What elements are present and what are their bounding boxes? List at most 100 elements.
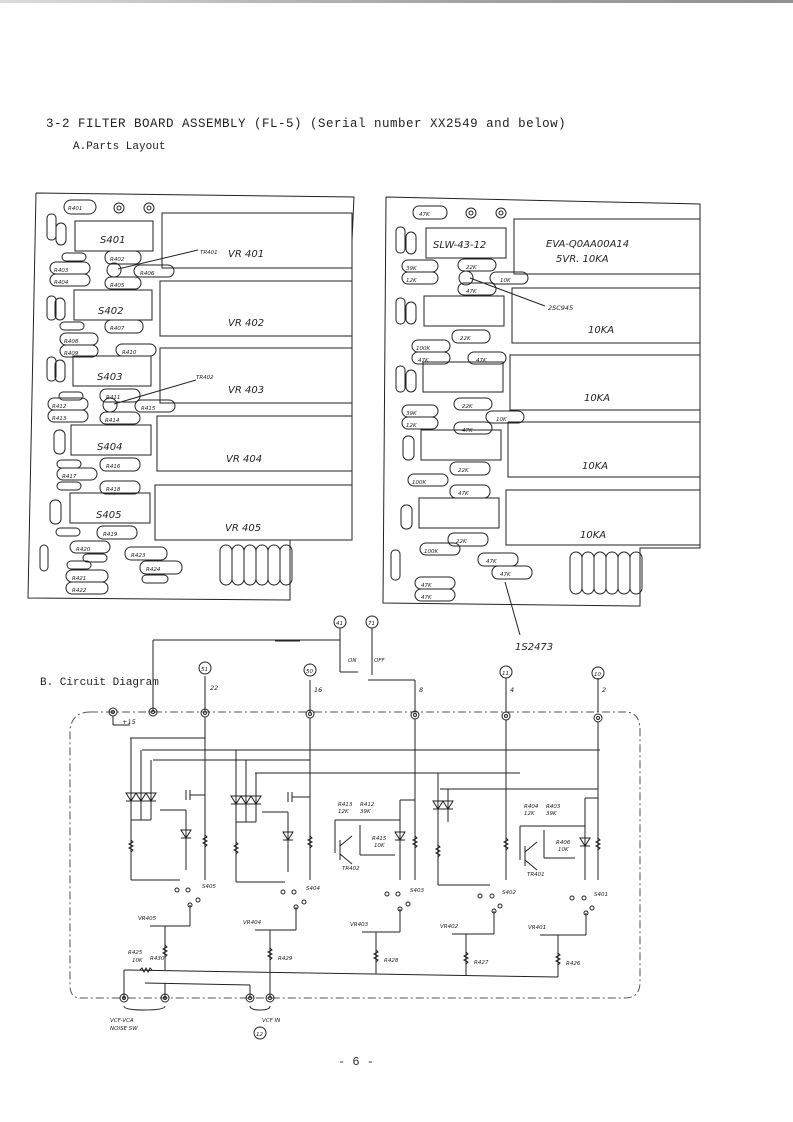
wire-2: 2 [602, 686, 606, 694]
value-r415: 10K [374, 843, 385, 849]
conn-71: 71 [368, 621, 375, 627]
label-vr405: VR405 [138, 916, 157, 922]
label-r429: R429 [278, 956, 293, 962]
board-outline-left [27, 192, 355, 601]
label-vr403: VR 403 [228, 385, 264, 396]
label-r412: R412 [360, 802, 375, 808]
label-22k-1: 22K [466, 265, 477, 271]
label-s401: S401 [100, 235, 125, 246]
jack-1 [113, 202, 125, 214]
label-s403: S403 [410, 888, 424, 894]
value-r403: 39K [546, 811, 557, 817]
label-r405: R405 [110, 283, 125, 289]
label-vr401: VR 401 [228, 249, 264, 260]
label-r404: R404 [54, 280, 69, 286]
switch-s403 [72, 355, 152, 387]
switch-sw1 [425, 227, 507, 259]
label-vr403: VR403 [350, 922, 369, 928]
parts-layout-left-labels: R401 S401 S402 S403 S404 S405 VR 401 VR … [52, 206, 264, 594]
label-r426: R426 [566, 961, 581, 967]
label-pot-value-3: 10KA [584, 393, 610, 404]
label-r404: R404 [524, 804, 539, 810]
label-r416: R416 [106, 464, 121, 470]
label-r411: R411 [106, 395, 120, 401]
value-r413: 12K [338, 809, 349, 815]
value-r412: 39K [360, 809, 371, 815]
label-12k-1: 12K [406, 278, 417, 284]
label-s404: S404 [97, 442, 122, 453]
label-vcf-vca: VCF-VCA [110, 1018, 134, 1024]
circuit-diagram [69, 615, 641, 1040]
conn-50: 50 [306, 669, 313, 675]
label-r413: R413 [338, 802, 353, 808]
label-s405: S405 [96, 510, 121, 521]
label-r430: R430 [150, 956, 165, 962]
label-r406: R406 [140, 271, 155, 277]
label-r408: R408 [64, 339, 79, 345]
label-s402: S402 [502, 890, 516, 896]
label-22k-4: 22K [458, 468, 469, 474]
board-outline-right [382, 196, 701, 607]
label-r419: R419 [103, 532, 118, 538]
switch-s404 [70, 424, 152, 456]
label-12k-3: 12K [406, 423, 417, 429]
resistor-r401 [63, 199, 97, 215]
label-39k-3: 39K [406, 411, 417, 417]
wire-4: 4 [510, 686, 514, 694]
value-r425: 10K [132, 958, 143, 964]
label-r427: R427 [474, 960, 489, 966]
pot-vr403 [159, 347, 353, 404]
label-r423: R423 [131, 553, 146, 559]
scan-edge-noise [0, 0, 793, 3]
label-r415: R415 [372, 836, 387, 842]
parts-layout-heading: A.Parts Layout [73, 141, 166, 153]
pot-vr401 [161, 212, 353, 269]
switch-off-label: OFF [374, 658, 385, 664]
label-s404: S404 [306, 886, 320, 892]
label-pot-part: EVA-Q0AA00A14 [546, 239, 629, 250]
label-47k-1: 47K [466, 289, 477, 295]
label-r415: R415 [141, 406, 156, 412]
label-r402: R402 [110, 257, 125, 263]
label-vr401: VR401 [528, 925, 546, 931]
label-switch-part: SLW-43-12 [433, 240, 486, 251]
label-pot-value-2: 10KA [588, 325, 614, 336]
label-r418: R418 [106, 487, 121, 493]
wire-22: 22 [210, 684, 218, 692]
label-r403: R403 [546, 804, 561, 810]
label-pot-value-first: 5VR. 10KA [556, 254, 609, 265]
label-vr402: VR402 [440, 924, 459, 930]
label-47k-2: 47K [418, 358, 429, 364]
label-vr404: VR404 [243, 920, 262, 926]
section-title: 3-2 FILTER BOARD ASSEMBLY (FL-5) (Serial… [46, 117, 567, 131]
circuit-diagram-heading: B. Circuit Diagram [40, 677, 159, 689]
label-vr405: VR 405 [225, 523, 261, 534]
label-s405: S405 [202, 884, 216, 890]
label-transistor: 2SC945 [548, 304, 573, 312]
label-22k-3: 22K [462, 404, 473, 410]
label-47k-2b: 47K [476, 358, 487, 364]
wire-8: 8 [419, 686, 423, 694]
label-47k-4: 47K [458, 491, 469, 497]
label-noise-sw: NOISE SW [110, 1026, 138, 1032]
label-vr404: VR 404 [226, 454, 262, 465]
label-vcf-in: VCF IN [262, 1018, 280, 1024]
page-number: - 6 - [338, 1055, 375, 1069]
label-r409: R409 [64, 351, 79, 357]
value-r404: 12K [524, 811, 535, 817]
label-tr401: TR401 [200, 250, 218, 256]
label-47k-3: 47K [462, 428, 473, 434]
label-r420: R420 [76, 547, 91, 553]
label-tr402: TR402 [196, 375, 214, 381]
label-r401: R401 [68, 206, 82, 212]
label-r406: R406 [556, 840, 571, 846]
label-r422: R422 [72, 588, 87, 594]
conn-12: 12 [256, 1032, 263, 1038]
jack-2 [143, 202, 155, 214]
label-100k-4: 100K [412, 480, 426, 486]
label-r425: R425 [128, 950, 143, 956]
circuit-board-outline [69, 711, 641, 999]
label-r412: R412 [52, 404, 67, 410]
label-47k-5d: 47K [421, 595, 432, 601]
